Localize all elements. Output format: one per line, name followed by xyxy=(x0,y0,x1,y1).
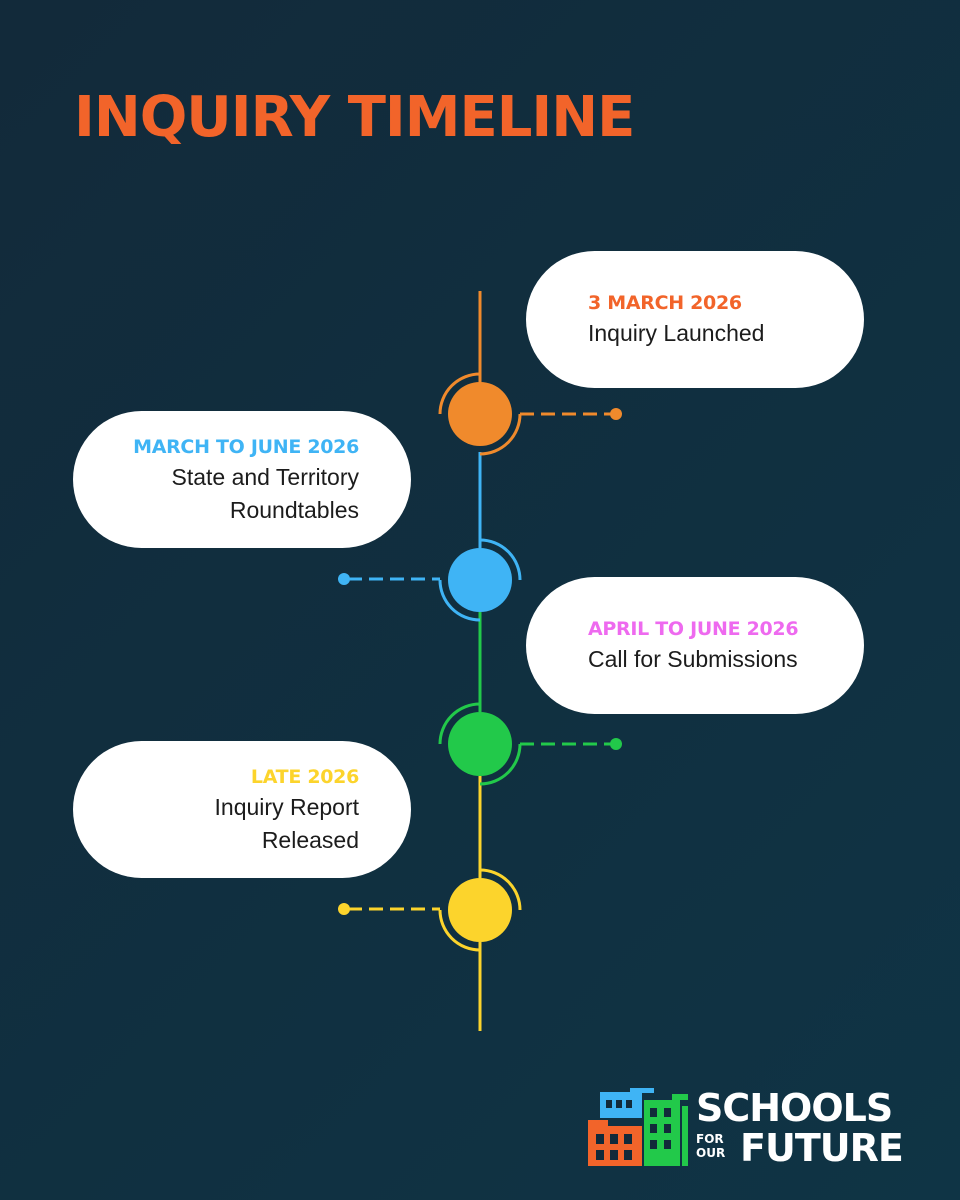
event-label: Call for Submissions xyxy=(588,646,798,672)
node-arc-inner-orange xyxy=(479,413,522,456)
logo-word-schools: SCHOOLS xyxy=(696,1086,893,1130)
connector-dot-yellow xyxy=(338,903,350,915)
connector-dot-blue xyxy=(338,573,350,585)
node-arc-outer-yellow xyxy=(479,868,522,911)
event-date: LATE 2026 xyxy=(250,765,359,788)
schools-for-our-future-logo: SCHOOLS FOR OUR FUTURE xyxy=(586,1086,926,1170)
logo-small-words: FOR OUR xyxy=(696,1132,725,1160)
node-circle-green xyxy=(448,712,512,776)
node-circle-orange xyxy=(448,382,512,446)
node-arc-outer-orange xyxy=(438,372,481,415)
node-arc-inner-blue xyxy=(438,579,481,622)
connector-dot-orange xyxy=(610,408,622,420)
page-title: INQUIRY TIMELINE xyxy=(74,85,635,150)
event-date: MARCH TO JUNE 2026 xyxy=(133,435,359,458)
node-arc-inner-green xyxy=(479,743,522,786)
node-circle-yellow xyxy=(448,878,512,942)
event-card-3: APRIL TO JUNE 2026 Call for Submissions xyxy=(526,577,864,714)
node-circle-blue xyxy=(448,548,512,612)
logo-word-for: FOR xyxy=(696,1132,724,1146)
node-arc-outer-blue xyxy=(479,538,522,581)
event-card-2: MARCH TO JUNE 2026 State and Territory R… xyxy=(73,411,411,548)
event-card-1: 3 MARCH 2026 Inquiry Launched xyxy=(526,251,864,388)
event-date: APRIL TO JUNE 2026 xyxy=(588,618,799,640)
node-arc-inner-yellow xyxy=(438,909,481,952)
event-date: 3 MARCH 2026 xyxy=(588,292,742,314)
event-label: State and Territory Roundtables xyxy=(171,463,359,523)
logo-word-our: OUR xyxy=(696,1146,726,1160)
node-arc-outer-green xyxy=(438,702,481,745)
event-card-4: LATE 2026 Inquiry Report Released xyxy=(73,741,411,878)
school-buildings-icon xyxy=(588,1088,688,1166)
event-label: Inquiry Launched xyxy=(588,320,765,346)
connector-dot-green xyxy=(610,738,622,750)
logo-word-future: FUTURE xyxy=(740,1126,904,1170)
event-label: Inquiry Report Released xyxy=(214,793,359,853)
